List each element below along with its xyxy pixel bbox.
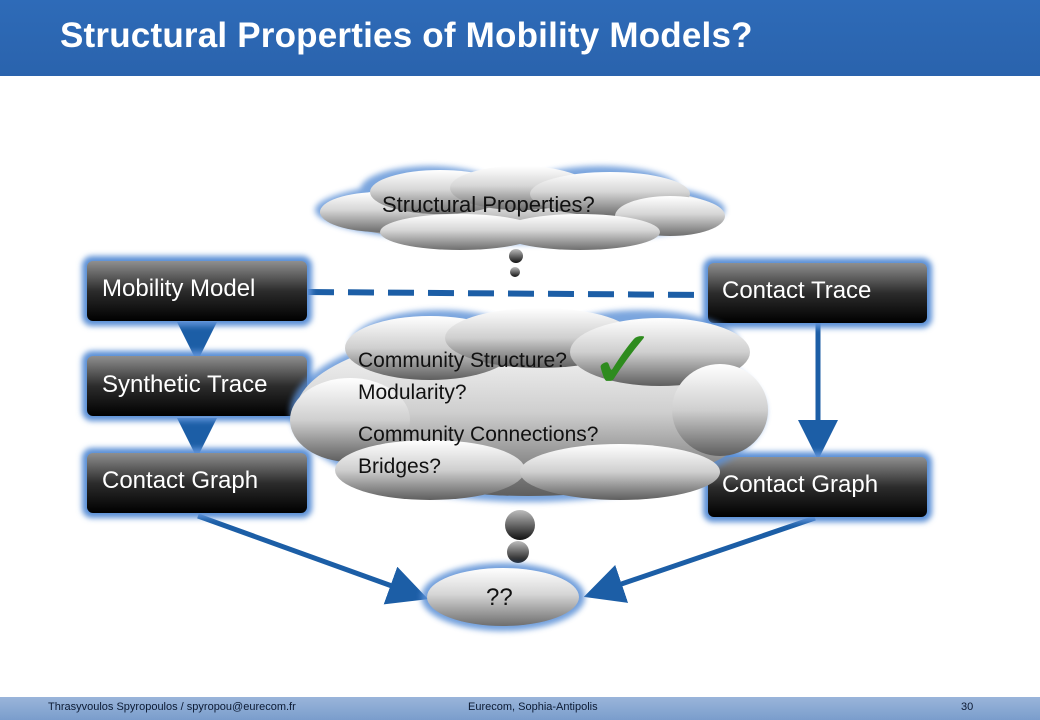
- title-bar: Structural Properties of Mobility Models…: [0, 0, 1040, 76]
- box-label-contact-graph-left: Contact Graph: [102, 467, 259, 494]
- center-cloud-line-1: Community Structure?: [358, 349, 567, 372]
- footer-author: Thrasyvoulos Spyropoulos / spyropou@eure…: [48, 701, 296, 713]
- top-cloud-text: Structural Properties?: [382, 192, 595, 217]
- result-bubble: [421, 563, 585, 631]
- center-cloud-line-3: Community Connections?: [358, 423, 599, 446]
- footer-page-number: 30: [961, 701, 974, 713]
- result-bubble-text: ??: [486, 584, 513, 611]
- check-mark-icon: ✓: [588, 311, 659, 409]
- box-synthetic-trace: [82, 351, 312, 421]
- footer-institution: Eurecom, Sophia-Antipolis: [468, 701, 598, 713]
- center-cloud-line-4: Bridges?: [358, 455, 441, 478]
- center-cloud-line-2: Modularity?: [358, 381, 467, 404]
- box-label-contact-graph-right: Contact Graph: [722, 471, 879, 498]
- box-contact-graph-left: [82, 448, 312, 518]
- arrow-left-graph-to-result: [197, 513, 429, 605]
- box-contact-graph-right: [703, 452, 932, 522]
- dashed-connector: [307, 289, 709, 298]
- box-mobility-model: [82, 256, 312, 326]
- box-label-synthetic-trace: Synthetic Trace: [102, 371, 268, 398]
- arrow-right-graph-to-result: [583, 515, 816, 603]
- box-label-contact-trace: Contact Trace: [722, 277, 872, 304]
- box-contact-trace: [703, 258, 932, 328]
- cloud-structural-properties: [315, 166, 725, 277]
- box-label-mobility-model: Mobility Model: [102, 275, 256, 302]
- footer-bar: Thrasyvoulos Spyropoulos / spyropou@eure…: [0, 697, 1040, 720]
- slide-title: Structural Properties of Mobility Models…: [60, 16, 753, 55]
- cloud-community-questions: [290, 308, 768, 563]
